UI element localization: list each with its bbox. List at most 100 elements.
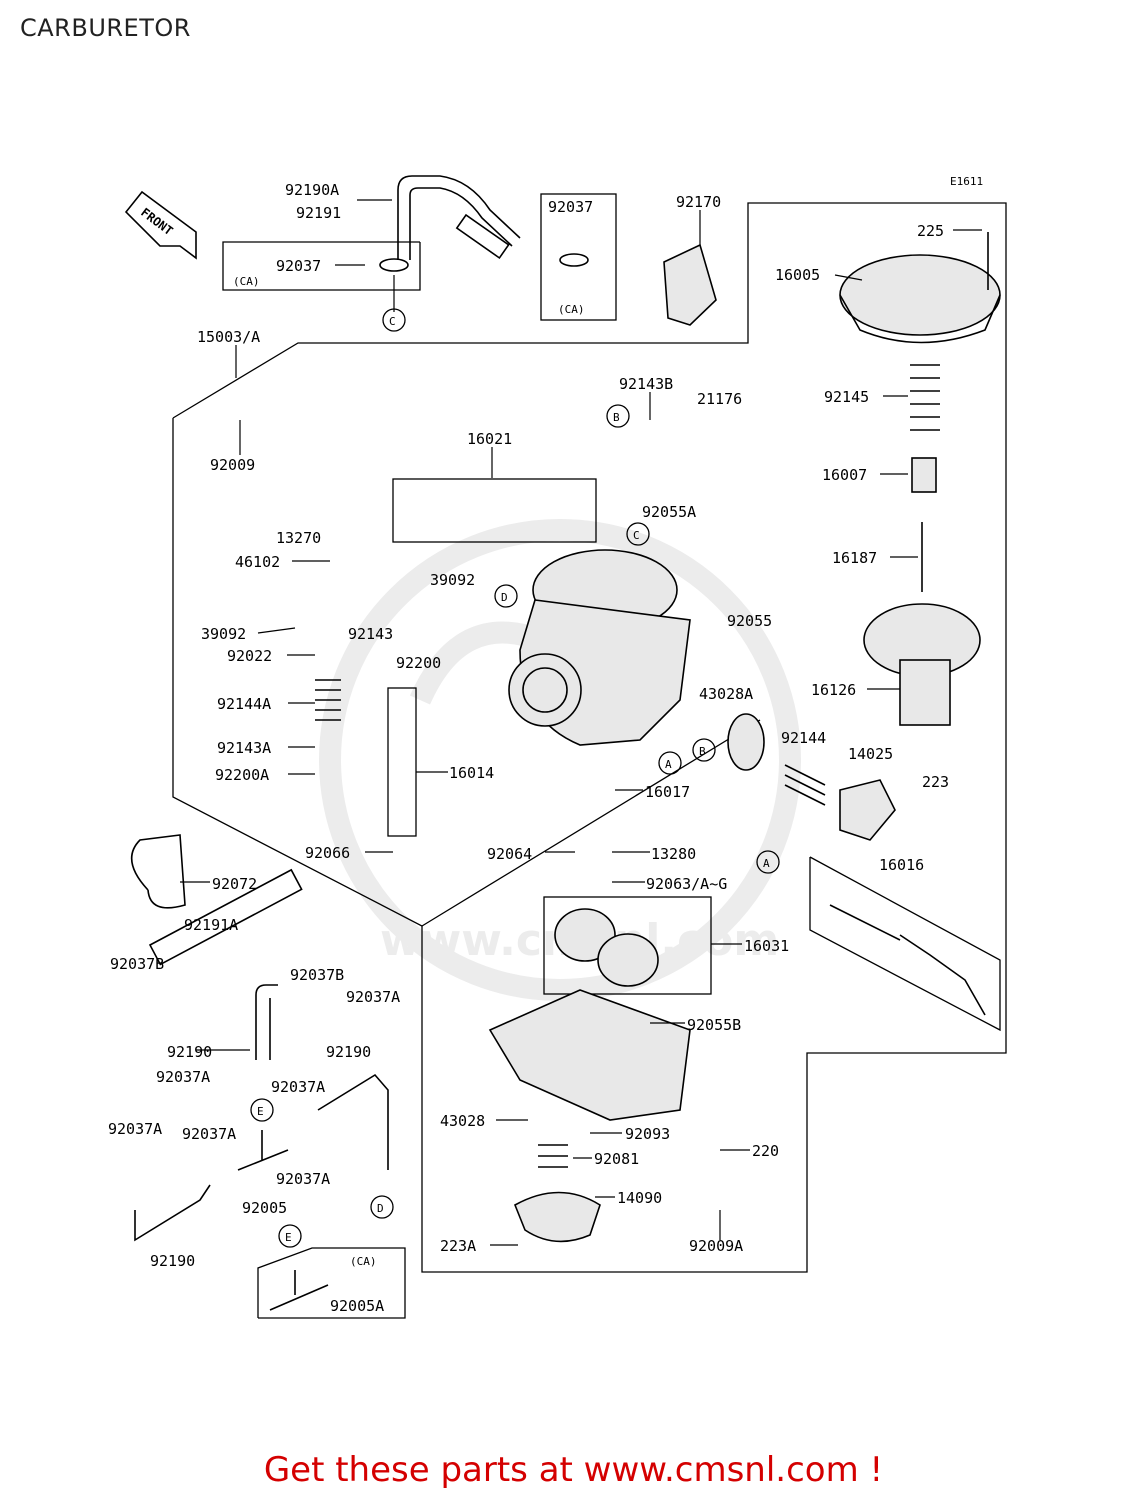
part-label: 92145 <box>824 388 869 406</box>
svg-text:E: E <box>285 1231 292 1244</box>
hose-92190-left <box>255 984 278 1060</box>
part-label: 92037B <box>290 966 344 984</box>
footer-promo-link[interactable]: Get these parts at www.cmsnl.com ! <box>263 1450 884 1490</box>
part-label: 92093 <box>625 1125 670 1143</box>
part-label: 92170 <box>676 193 721 211</box>
svg-text:D: D <box>501 591 508 604</box>
callout-e-left: E <box>250 1098 274 1122</box>
part-label: 92144A <box>217 695 271 713</box>
callout-c-mid: C <box>626 522 650 546</box>
pump-14025 <box>839 779 896 841</box>
part-label: 92081 <box>594 1150 639 1168</box>
part-label: 92191A <box>184 916 238 934</box>
part-label: 92066 <box>305 844 350 862</box>
part-label: 92005 <box>242 1199 287 1217</box>
svg-text:C: C <box>633 529 640 542</box>
part-label: 39092 <box>201 625 246 643</box>
part-label: 92037A <box>156 1068 210 1086</box>
part-label: 43028A <box>699 685 753 703</box>
part-label: 14025 <box>848 745 893 763</box>
part-label: 92143B <box>619 375 673 393</box>
callout-d-mid: D <box>494 584 518 608</box>
part-label: 16014 <box>449 764 494 782</box>
svg-text:C: C <box>389 315 396 328</box>
part-label: 92037 <box>276 257 321 275</box>
exploded-parts-diagram: www.cmsnl.com FRONT E1611 <box>108 175 1007 1319</box>
part-label: 92143A <box>217 739 271 757</box>
part-label: 92190 <box>150 1252 195 1270</box>
part-label: 92190 <box>167 1043 212 1061</box>
t-fitting-92005 <box>237 1130 289 1171</box>
clip-92170 <box>663 243 717 326</box>
clamp-icon <box>379 253 589 272</box>
subassembly-frame-16021 <box>392 478 597 543</box>
part-label: 15003/A <box>197 328 260 346</box>
part-label: 92200 <box>396 654 441 672</box>
subassembly-frame-92037-ca <box>540 193 617 321</box>
part-label: 92037A <box>182 1125 236 1143</box>
front-direction-arrow-icon: FRONT <box>124 190 197 260</box>
callout-markers: C B C D B A A E D E <box>250 308 780 1248</box>
hose-92191 <box>455 213 510 260</box>
callout-c-top: C <box>382 308 406 332</box>
part-label: 92143 <box>348 625 393 643</box>
part-label: 92037 <box>548 198 593 216</box>
part-label: 92022 <box>227 647 272 665</box>
figure-code: E1611 <box>950 175 983 188</box>
part-label: 39092 <box>430 571 475 589</box>
assembly-outline-frame <box>172 202 1007 1273</box>
part-label: 16007 <box>822 466 867 484</box>
part-label: 16126 <box>811 681 856 699</box>
part-label: 92055B <box>687 1016 741 1034</box>
carburetor-body <box>508 549 691 746</box>
part-label: 223A <box>440 1237 476 1255</box>
part-label: 92009 <box>210 456 255 474</box>
part-label: 92037A <box>108 1120 162 1138</box>
subassembly-frame-92005a-ca <box>257 1247 406 1319</box>
cover-14090 <box>513 1191 601 1243</box>
callout-b-mid: B <box>692 738 716 762</box>
part-label: 92037A <box>271 1078 325 1096</box>
svg-text:D: D <box>377 1202 384 1215</box>
part-label: 92191 <box>296 204 341 222</box>
part-label: 92055A <box>642 503 696 521</box>
spring-92145 <box>910 364 940 431</box>
spring-92144a <box>315 679 341 721</box>
part-label: 223 <box>922 773 949 791</box>
subassembly-frame-92037-ca-left <box>222 241 421 291</box>
part-label: 14090 <box>617 1189 662 1207</box>
part-label: 92037B <box>110 955 164 973</box>
callout-e-bottom: E <box>278 1224 302 1248</box>
part-label: 21176 <box>697 390 742 408</box>
part-label: 43028 <box>440 1112 485 1130</box>
svg-text:A: A <box>665 758 672 771</box>
starter-plunger-16016 <box>829 904 986 1016</box>
part-label: 92190 <box>326 1043 371 1061</box>
part-label: 92055 <box>727 612 772 630</box>
part-label: 16021 <box>467 430 512 448</box>
hose-92190-bottom <box>134 1184 211 1242</box>
callout-a-right: A <box>756 850 780 874</box>
spring-92081 <box>538 1144 568 1168</box>
part-label: 92200A <box>215 766 269 784</box>
part-label: 13270 <box>276 529 321 547</box>
page-title: CARBURETOR <box>20 14 191 42</box>
part-label: 13280 <box>651 845 696 863</box>
svg-text:E: E <box>257 1105 264 1118</box>
part-label: 16017 <box>645 783 690 801</box>
float-bowl <box>488 989 691 1121</box>
part-number-labels: 92190A 92191 92037 92037 92170 225 16005… <box>108 181 949 1315</box>
clamp-92072 <box>130 834 186 909</box>
part-label: 92005A <box>330 1297 384 1315</box>
svg-text:B: B <box>699 745 706 758</box>
part-label: 92037A <box>346 988 400 1006</box>
float-16031 <box>554 908 659 987</box>
part-label: 16016 <box>879 856 924 874</box>
leader-lines <box>180 199 982 1246</box>
part-label: 92009A <box>689 1237 743 1255</box>
part-label: 16031 <box>744 937 789 955</box>
part-label: 92064 <box>487 845 532 863</box>
svg-text:A: A <box>763 857 770 870</box>
part-label: 92190A <box>285 181 339 199</box>
part-label: 16005 <box>775 266 820 284</box>
